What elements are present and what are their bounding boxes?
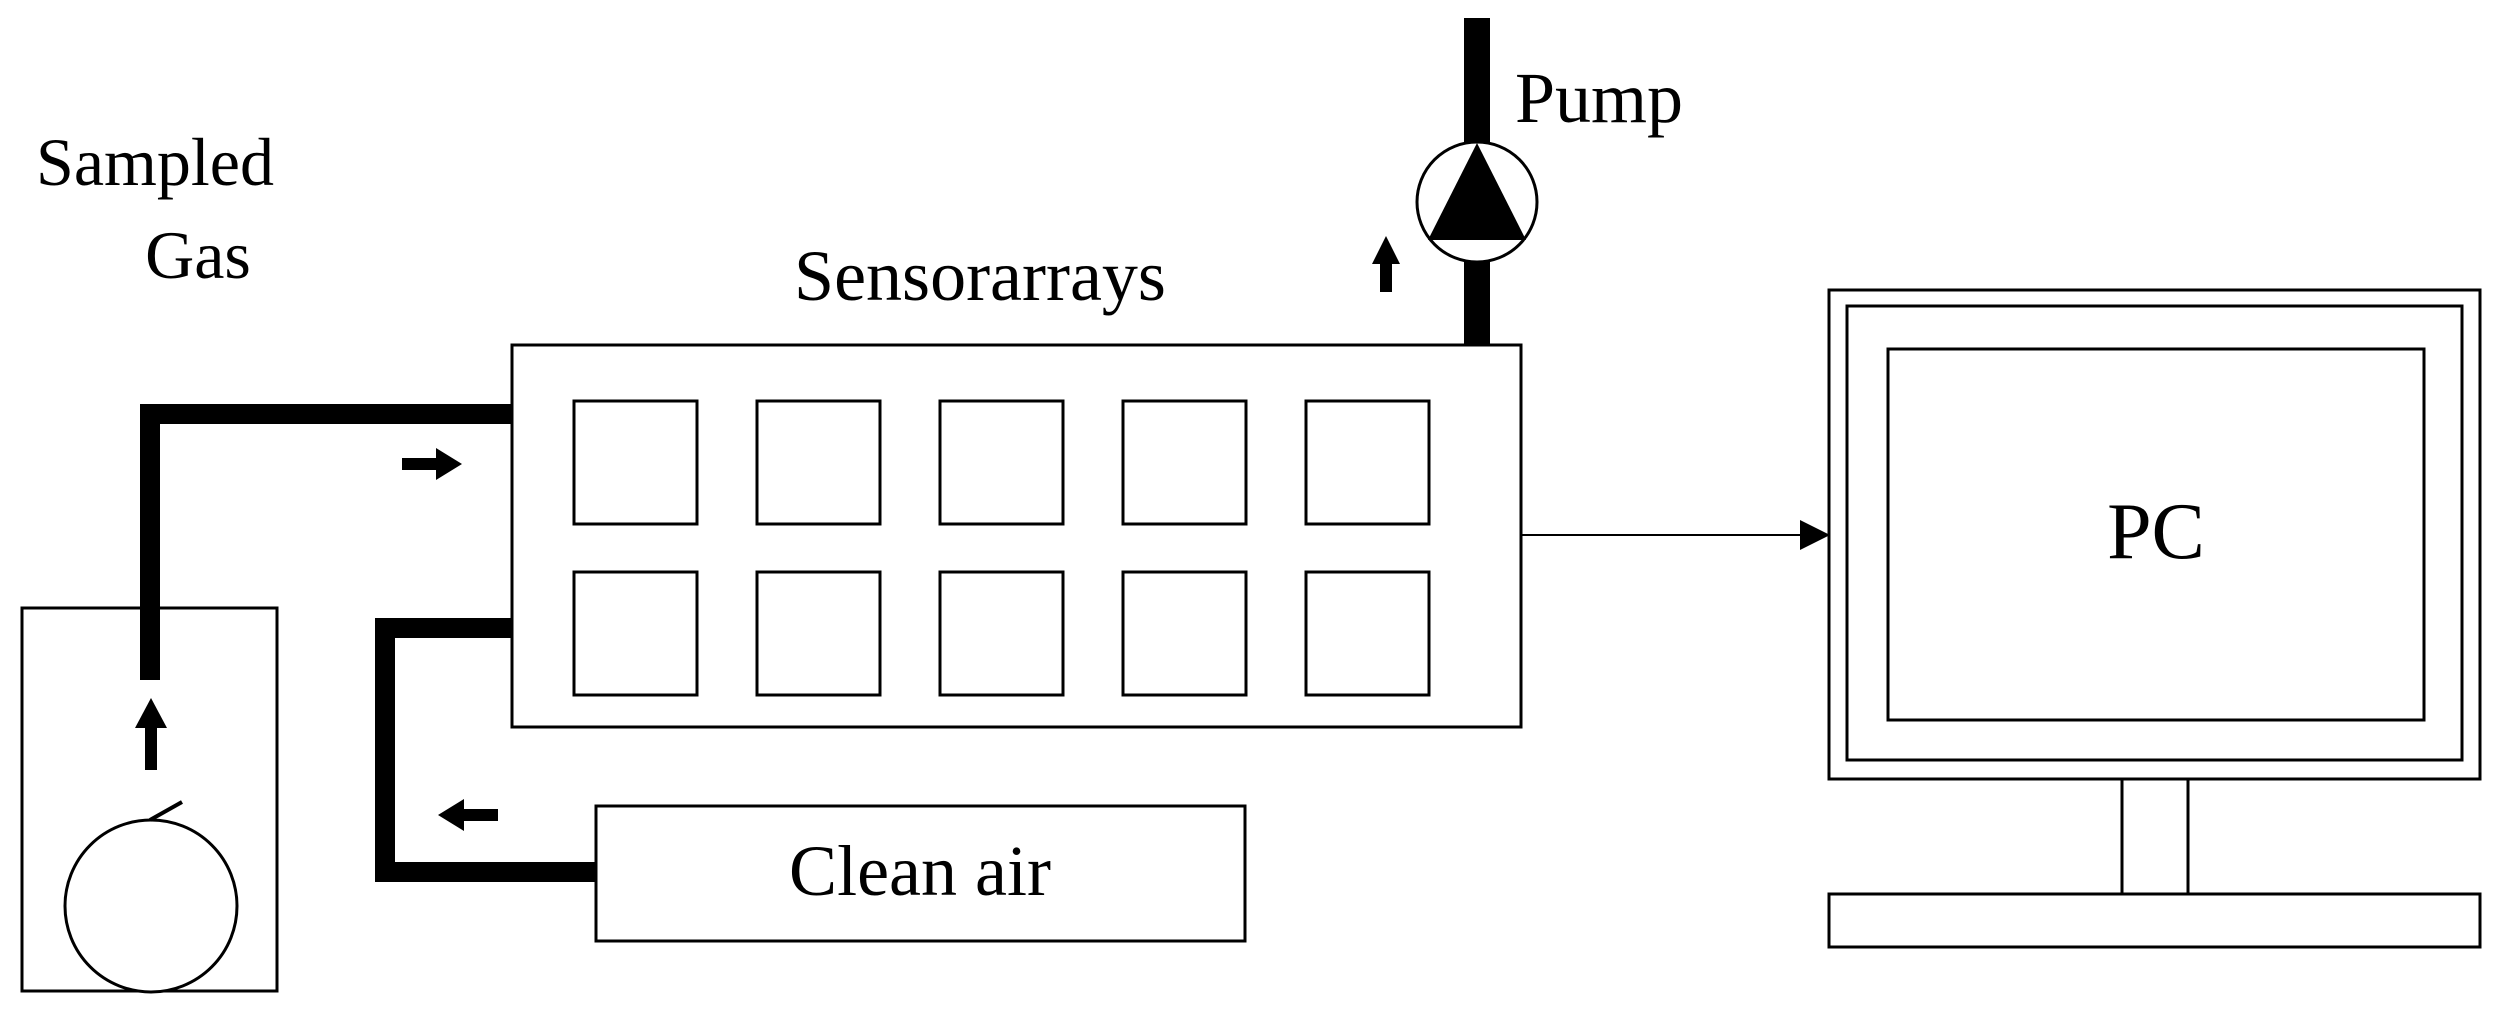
sensor-cell [755,399,882,526]
sensor-cell [1304,399,1431,526]
sensor-cell [1121,399,1248,526]
pc-monitor-icon: PC [1827,288,2482,949]
pump-flow-up-arrow-icon [1372,236,1400,292]
signal-arrow-icon [1800,520,1830,550]
fruit-stem-icon [149,800,183,822]
sensor-cell [572,399,699,526]
fruit-icon [63,818,239,994]
sensor-cell [572,570,699,697]
pc-screen [1886,347,2426,722]
clean-air-pipe [375,618,596,882]
clean-air-box [594,804,1247,943]
sensor-cell [938,570,1065,697]
clean-air-source: Clean air [594,804,1247,943]
sensor-cell-grid [572,399,1431,697]
sampled-gas-label-line1: Sampled [36,124,274,200]
pc-label: PC [2107,488,2205,576]
sensor-array-chamber [510,343,1523,729]
pc-stand-base [1827,892,2482,949]
sensor-cell [755,570,882,697]
sensor-cell [1304,570,1431,697]
pc-stand-neck [2120,777,2190,896]
sensor-cell [1121,570,1248,697]
clean-air-flow-left-arrow-icon [438,799,498,831]
pump-label: Pump [1515,58,1683,138]
pump-icon [1415,140,1539,264]
inlet-flow-right-arrow-icon [402,448,462,480]
sensor-cell [938,399,1065,526]
clean-air-label: Clean air [789,831,1051,911]
sampled-gas-label-line2: Gas [145,217,251,293]
sample-flow-up-arrow-icon [135,698,167,770]
sensor-arrays-label: Sensorarrays [794,236,1166,316]
sampled-gas-pipe [140,404,512,680]
